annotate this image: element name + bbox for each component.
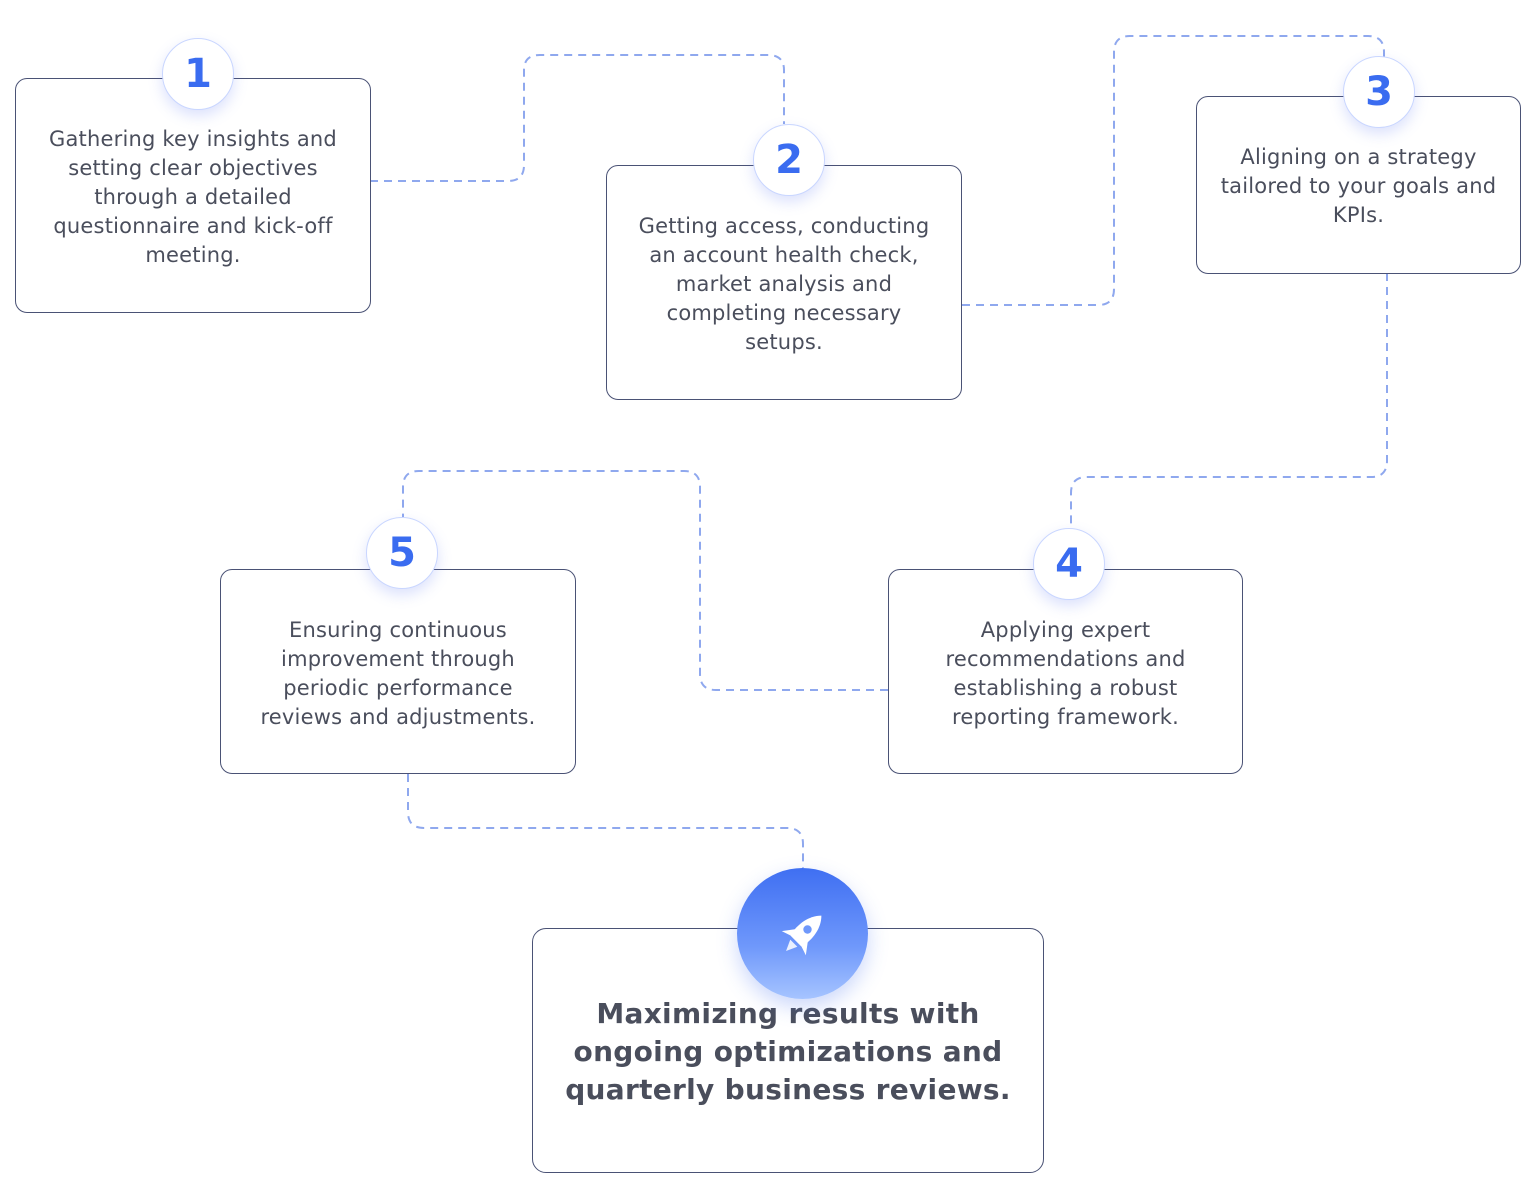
step-badge-4: 4	[1033, 528, 1105, 600]
connector-4-5	[402, 470, 888, 691]
step-number-5: 5	[388, 530, 416, 576]
connector-5-final	[407, 774, 804, 868]
step-badge-1: 1	[162, 38, 234, 110]
step-badge-5: 5	[366, 517, 438, 589]
step-card-3: Aligning on a strategy tailored to your …	[1196, 96, 1521, 274]
step-number-3: 3	[1365, 69, 1393, 115]
step-card-4: Applying expert recommendations and esta…	[888, 569, 1243, 774]
step-4-text: Applying expert recommendations and esta…	[945, 618, 1186, 729]
step-card-2: Getting access, conducting an account he…	[606, 165, 962, 400]
step-number-2: 2	[775, 137, 803, 183]
connector-1-2	[370, 54, 785, 182]
connector-3-4	[1070, 273, 1388, 528]
step-2-text: Getting access, conducting an account he…	[638, 214, 930, 354]
step-1-text: Gathering key insights and setting clear…	[49, 127, 337, 267]
final-result-text: Maximizing results with ongoing optimiza…	[565, 997, 1011, 1106]
step-number-4: 4	[1055, 541, 1083, 587]
rocket-badge	[737, 868, 868, 999]
step-3-text: Aligning on a strategy tailored to your …	[1220, 145, 1497, 227]
rocket-icon	[781, 915, 821, 955]
step-card-1: Gathering key insights and setting clear…	[15, 78, 371, 313]
step-badge-3: 3	[1343, 56, 1415, 128]
connector-2-3	[962, 35, 1385, 306]
step-number-1: 1	[184, 51, 212, 97]
step-badge-2: 2	[753, 124, 825, 196]
step-card-5: Ensuring continuous improvement through …	[220, 569, 576, 774]
step-5-text: Ensuring continuous improvement through …	[260, 618, 536, 729]
